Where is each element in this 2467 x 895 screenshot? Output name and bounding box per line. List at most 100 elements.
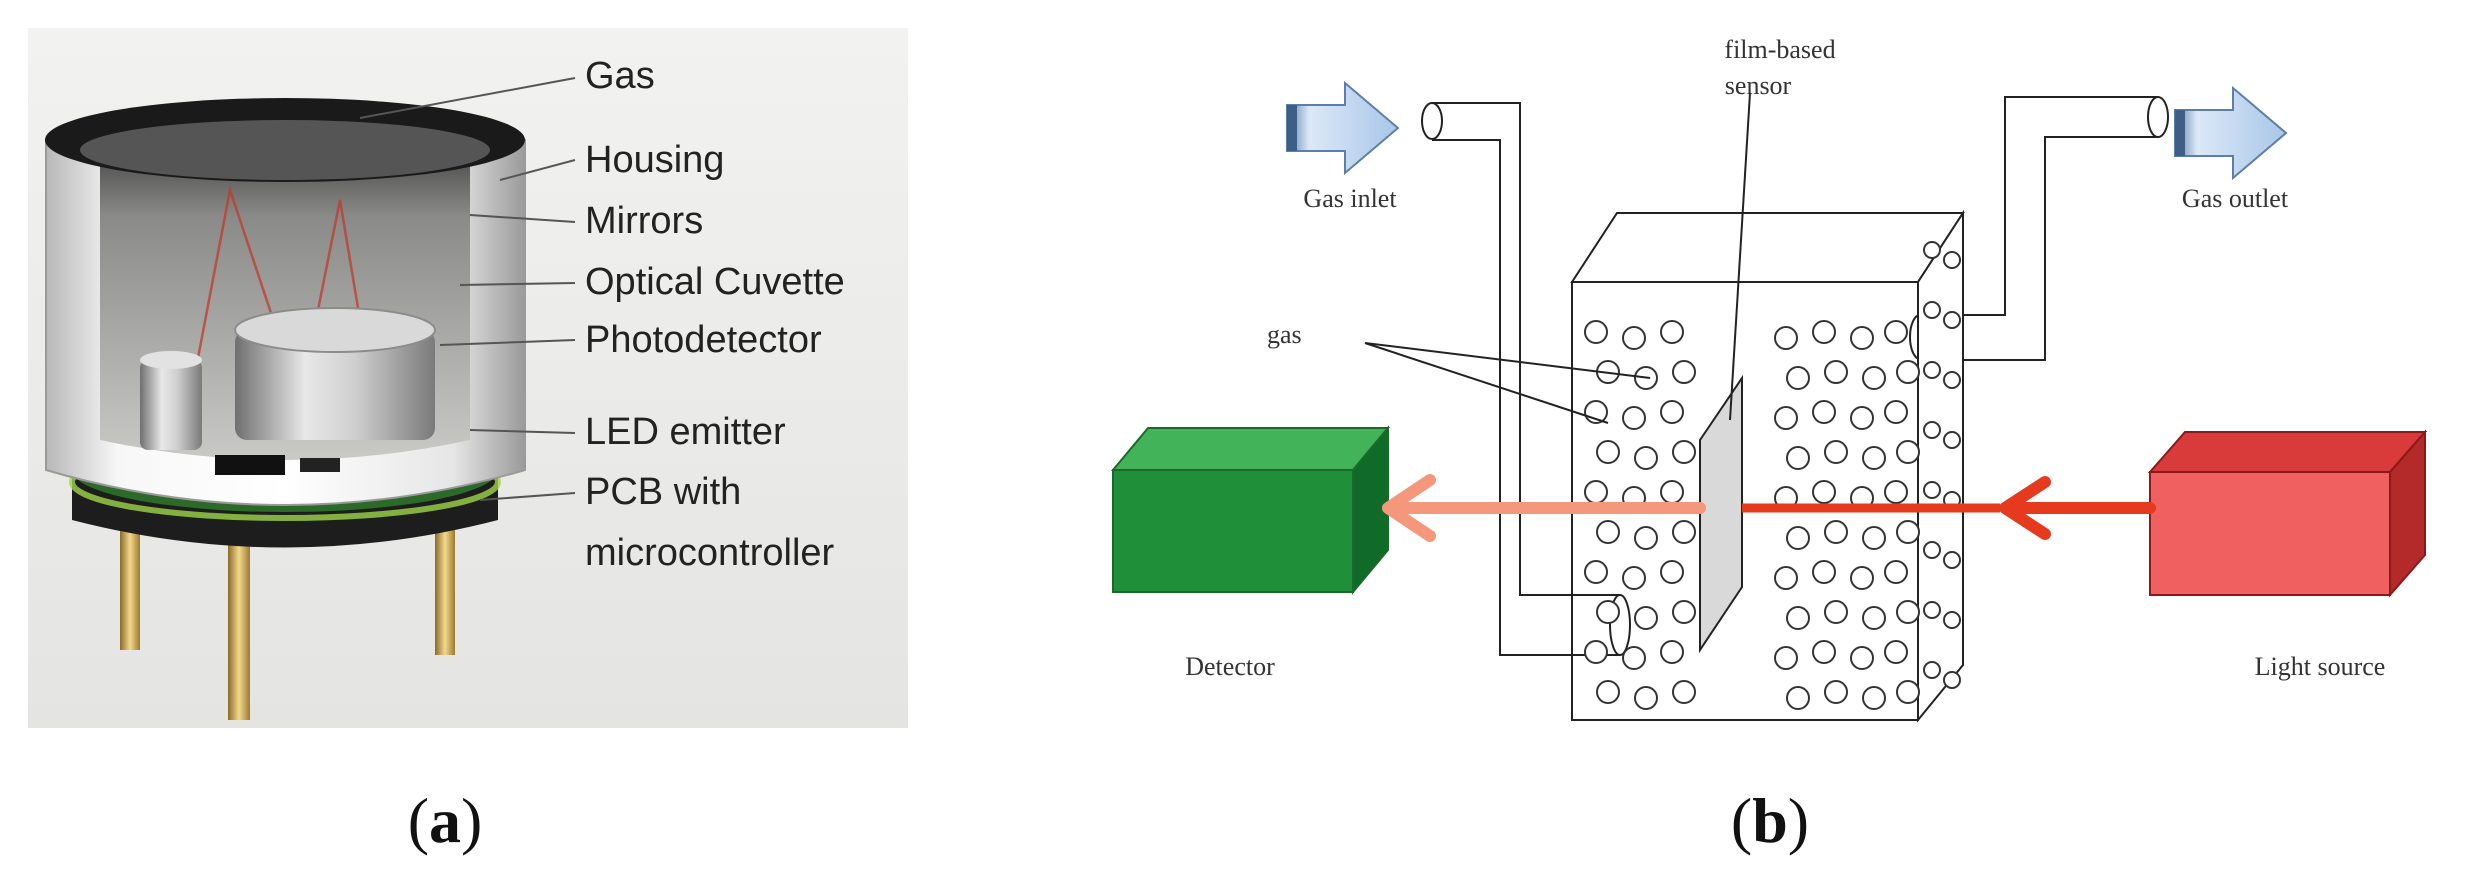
light-beams bbox=[1382, 474, 2156, 542]
gas-molecule bbox=[1862, 446, 1886, 470]
gas-molecule bbox=[1672, 360, 1696, 384]
caption-b-letter: b bbox=[1752, 785, 1788, 856]
pcb-component bbox=[300, 458, 340, 472]
gas-molecule bbox=[1923, 301, 1941, 319]
panel-a-leaders bbox=[359, 77, 576, 501]
gas-molecule bbox=[1584, 560, 1608, 584]
gas-molecule bbox=[1884, 400, 1908, 424]
light-source-front bbox=[2149, 471, 2391, 596]
caption-a-letter: a bbox=[429, 785, 461, 856]
gas-chamber bbox=[1570, 209, 1965, 723]
gas-leaders bbox=[1364, 342, 1651, 424]
gas-molecule bbox=[1812, 640, 1836, 664]
gas-molecule bbox=[1786, 606, 1810, 630]
leader-line bbox=[439, 339, 576, 346]
microcontroller-chip bbox=[215, 455, 285, 475]
gas-molecule bbox=[1943, 551, 1961, 569]
gas-molecule bbox=[1923, 241, 1941, 259]
gas-molecule bbox=[1884, 480, 1908, 504]
detector-front bbox=[1112, 469, 1354, 593]
gas-molecule bbox=[1660, 320, 1684, 344]
gas-leader-line bbox=[1364, 342, 1609, 424]
gas-molecule bbox=[1786, 686, 1810, 710]
gas-molecule bbox=[1923, 421, 1941, 439]
label-housing: Housing bbox=[585, 139, 724, 181]
gas-molecule bbox=[1923, 541, 1941, 559]
gas-molecule bbox=[1622, 326, 1646, 350]
label-photodetector: Photodetector bbox=[585, 319, 822, 361]
gas-molecule bbox=[1850, 646, 1874, 670]
gas-molecule bbox=[1672, 680, 1696, 704]
gas-molecule bbox=[1660, 560, 1684, 584]
gas-molecule bbox=[1896, 600, 1920, 624]
gas-molecule bbox=[1672, 440, 1696, 464]
gas-molecule bbox=[1622, 646, 1646, 670]
gas-molecule bbox=[1943, 671, 1961, 689]
outlet-flow-arrow bbox=[2174, 85, 2288, 181]
outlet-tube-opening bbox=[2147, 96, 2169, 138]
leader-line bbox=[499, 159, 576, 181]
panel-b: film-based sensor Gas inlet Gas outlet g… bbox=[1110, 35, 2428, 856]
gas-molecule bbox=[1862, 526, 1886, 550]
gas-molecule bbox=[1923, 481, 1941, 499]
gas-molecule bbox=[1824, 440, 1848, 464]
gas-molecule bbox=[1786, 446, 1810, 470]
caption-b: (b) bbox=[1731, 785, 1809, 856]
leader-line bbox=[469, 429, 576, 434]
led-emitter-top bbox=[140, 351, 202, 369]
gas-molecule bbox=[1634, 606, 1658, 630]
gas-molecule bbox=[1850, 406, 1874, 430]
gas-molecules bbox=[1584, 241, 1961, 710]
detector-top bbox=[1110, 427, 1391, 471]
gas-molecule bbox=[1824, 360, 1848, 384]
gas-molecule bbox=[1622, 566, 1646, 590]
label-gas-outlet: Gas outlet bbox=[2182, 184, 2289, 213]
label-pcb-with: PCB with bbox=[585, 471, 741, 513]
leader-line bbox=[469, 214, 576, 223]
gas-molecule bbox=[1584, 480, 1608, 504]
inlet-tube bbox=[1432, 139, 1620, 656]
gas-molecule bbox=[1660, 400, 1684, 424]
inlet-tube bbox=[1432, 102, 1620, 596]
gas-molecule bbox=[1812, 560, 1836, 584]
gas-molecule bbox=[1943, 371, 1961, 389]
gas-molecule bbox=[1824, 600, 1848, 624]
gas-inlet-arrow bbox=[1286, 80, 1400, 176]
gas-molecule bbox=[1812, 480, 1836, 504]
leader-line bbox=[479, 492, 576, 501]
outlet-tube bbox=[1920, 136, 2158, 361]
gas-molecule bbox=[1850, 566, 1874, 590]
chamber-side bbox=[1917, 209, 1964, 723]
led-emitter bbox=[140, 360, 202, 450]
gas-molecule bbox=[1774, 646, 1798, 670]
gas-molecule bbox=[1862, 606, 1886, 630]
gas-molecule bbox=[1786, 526, 1810, 550]
sensor-pin bbox=[435, 520, 455, 655]
outlet-arrow-tail bbox=[2175, 110, 2185, 156]
detector-box bbox=[1110, 425, 1391, 595]
gas-molecule bbox=[1896, 440, 1920, 464]
label-optical-cuvette: Optical Cuvette bbox=[585, 261, 845, 303]
gas-molecule bbox=[1943, 611, 1961, 629]
gas-molecule bbox=[1896, 360, 1920, 384]
gas-molecule bbox=[1824, 680, 1848, 704]
gas-molecule bbox=[1824, 520, 1848, 544]
gas-molecule bbox=[1660, 640, 1684, 664]
gas-molecule bbox=[1774, 406, 1798, 430]
mirrors bbox=[80, 120, 490, 180]
panel-a: Gas Housing Mirrors Optical Cuvette Phot… bbox=[28, 28, 908, 856]
gas-molecule bbox=[1634, 526, 1658, 550]
gas-molecule bbox=[1943, 431, 1961, 449]
gas-outlet-arrow bbox=[2174, 85, 2288, 181]
gas-molecule bbox=[1634, 686, 1658, 710]
gas-molecule bbox=[1596, 440, 1620, 464]
label-sensor: sensor bbox=[1725, 71, 1792, 100]
gas-molecule bbox=[1584, 640, 1608, 664]
inlet-tube-end bbox=[1609, 594, 1631, 656]
film-based-sensor bbox=[1699, 374, 1743, 654]
gas-molecule bbox=[1774, 326, 1798, 350]
leader-line bbox=[359, 77, 576, 119]
label-mirrors: Mirrors bbox=[585, 200, 703, 242]
incident-beam-arrowhead bbox=[1999, 476, 2051, 540]
